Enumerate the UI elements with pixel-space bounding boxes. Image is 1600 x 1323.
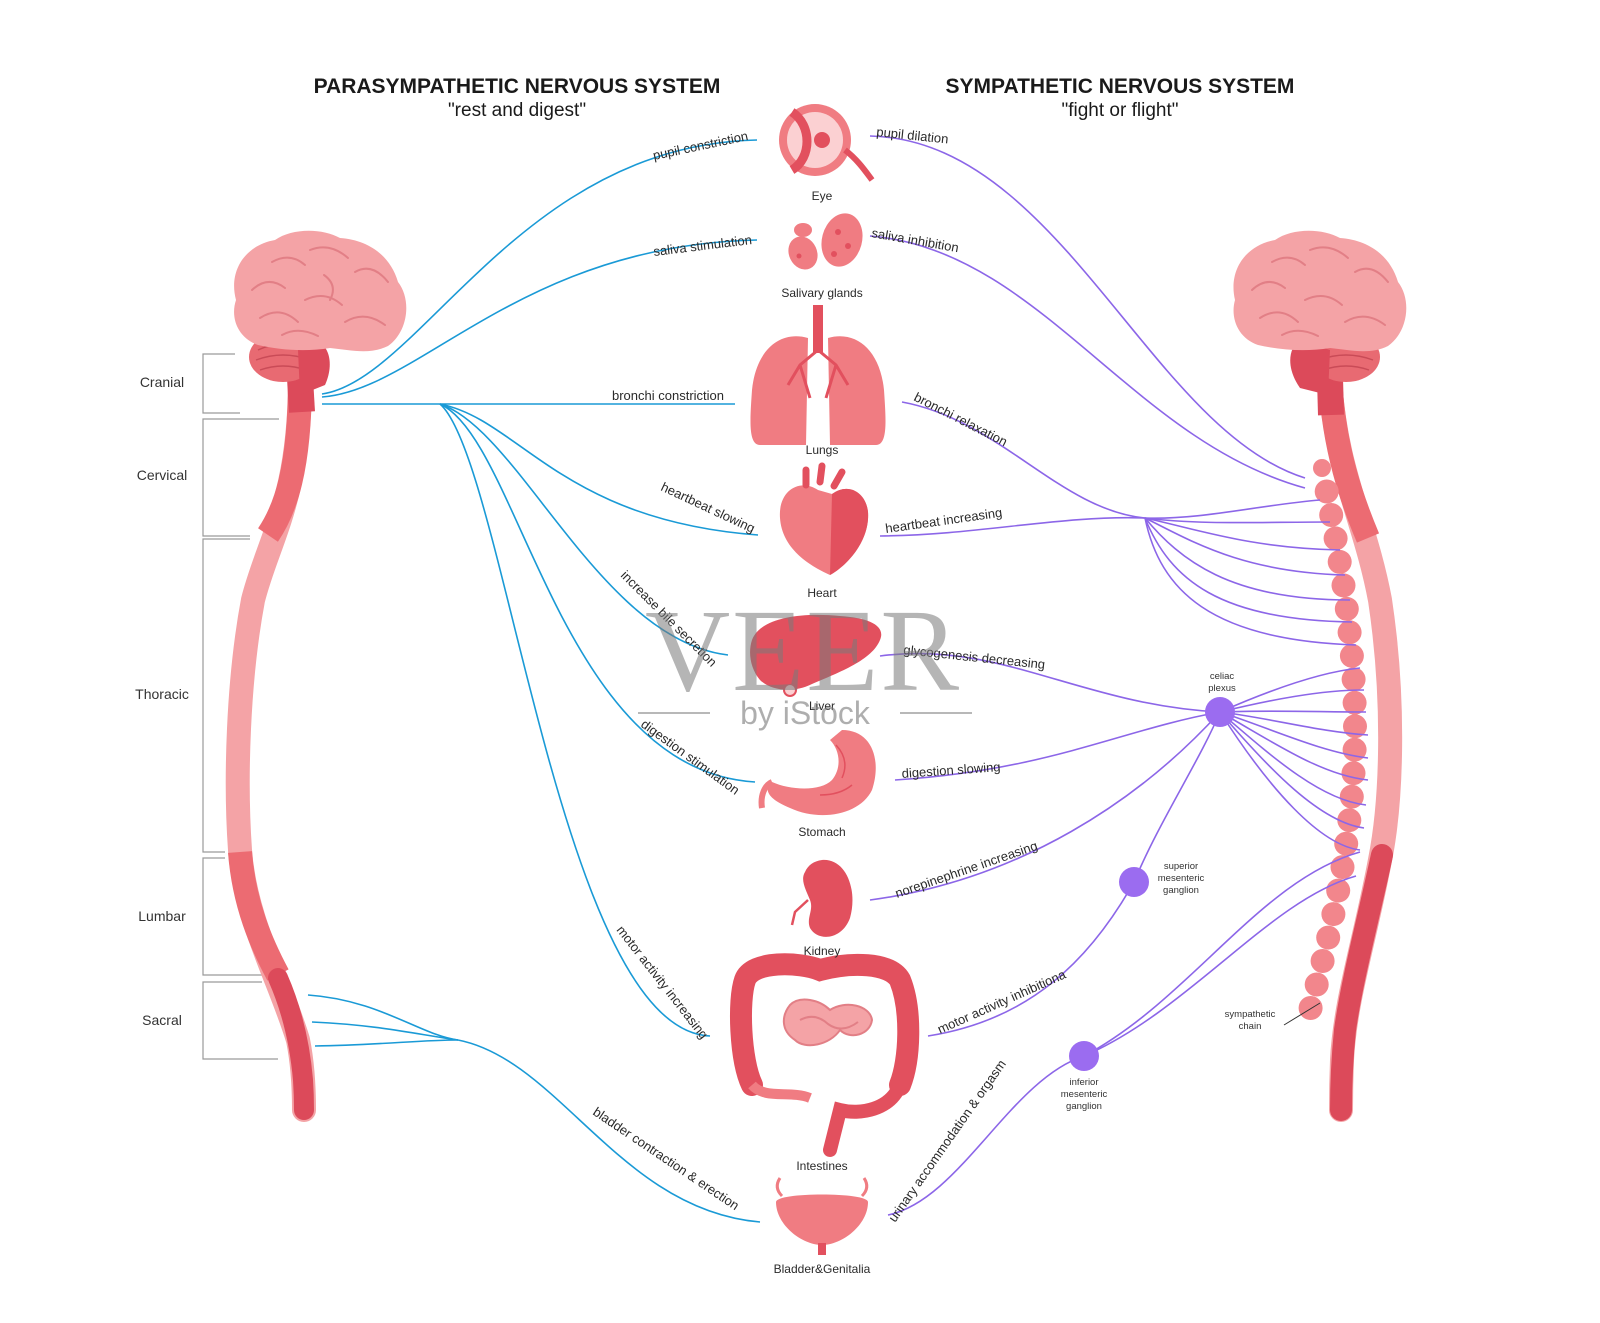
organ-label-intestines: Intestines	[796, 1159, 847, 1173]
chain-bead	[1342, 690, 1367, 715]
organ-label-liver: Liver	[809, 699, 835, 713]
bladder-icon	[775, 1177, 869, 1255]
segment-cervical: Cervical	[137, 467, 188, 483]
stomach-icon	[758, 730, 876, 816]
chain-bead	[1313, 459, 1331, 477]
superior-label-3: ganglion	[1163, 885, 1199, 896]
chain-bead	[1314, 479, 1339, 504]
sympathetic-nerves	[869, 135, 1369, 1216]
chain-bead	[1341, 761, 1366, 786]
sympathetic-subtitle: "fight or flight"	[1062, 100, 1179, 121]
sympathetic-header: SYMPATHETIC NERVOUS SYSTEM "fight or fli…	[946, 75, 1295, 121]
superior-label-1: superior	[1164, 861, 1198, 872]
effect-saliva-inhibition: saliva inhibition	[870, 225, 959, 255]
effect-motor-activity-increasing: motor activity increasing	[614, 923, 712, 1042]
organ-label-eye: Eye	[812, 189, 833, 203]
effect-bronchi-relaxation: bronchi relaxation	[912, 389, 1010, 449]
eye-icon	[779, 104, 875, 182]
chain-bead	[1298, 996, 1323, 1020]
watermark-sub: by iStock	[740, 695, 871, 731]
effect-heartbeat-increasing: heartbeat increasing	[884, 505, 1003, 536]
effect-pupil-dilation: pupil dilation	[876, 124, 949, 146]
chain-bead	[1327, 549, 1352, 574]
effect-norepinephrine-increasing: norepinephrine increasing	[893, 838, 1039, 901]
organ-label-heart: Heart	[807, 586, 837, 600]
chain-bead	[1323, 526, 1348, 551]
effect-heartbeat-slowing: heartbeat slowing	[659, 479, 758, 536]
chain-bead	[1334, 596, 1359, 621]
chain-bead	[1339, 643, 1364, 668]
chain-bead	[1321, 902, 1346, 927]
ganglia: celiac plexus superior mesenteric gangli…	[1061, 671, 1276, 1112]
organ-label-bladder: Bladder&Genitalia	[774, 1262, 871, 1276]
organ-label-kidney: Kidney	[804, 944, 841, 958]
organs: Eye Salivary glands Lungs Heart Liver St…	[729, 104, 920, 1276]
spinal-segment-brackets: Cranial Cervical Thoracic Lumbar Sacral	[135, 353, 279, 1060]
parasympathetic-header: PARASYMPATHETIC NERVOUS SYSTEM "rest and…	[314, 75, 721, 121]
salivary-glands-icon	[788, 213, 863, 270]
organ-label-salivary: Salivary glands	[781, 286, 862, 300]
watermark-main: VEER	[645, 585, 961, 716]
chain-bead	[1319, 503, 1344, 527]
chain-label-2: chain	[1239, 1021, 1262, 1032]
chain-bead	[1316, 925, 1341, 950]
effect-pupil-constriction: pupil constriction	[652, 128, 750, 163]
left-brain-spine	[225, 230, 407, 1122]
chain-bead	[1310, 949, 1335, 973]
segment-sacral: Sacral	[142, 1012, 182, 1028]
watermark: VEER by iStock	[638, 585, 972, 731]
effect-digestion-slowing: digestion slowing	[901, 759, 1001, 781]
superior-mesenteric-ganglion-node	[1119, 867, 1149, 897]
chain-bead	[1334, 831, 1359, 856]
celiac-plexus-node	[1205, 697, 1235, 727]
celiac-label-2: plexus	[1208, 683, 1236, 694]
chain-bead	[1337, 620, 1362, 645]
heart-icon	[779, 462, 869, 575]
effect-motor-activity-inhibition: motor activity inhibitiona	[935, 966, 1069, 1036]
chain-bead	[1304, 972, 1329, 997]
parasympathetic-title: PARASYMPATHETIC NERVOUS SYSTEM	[314, 75, 721, 98]
chain-bead	[1342, 737, 1367, 762]
segment-lumbar: Lumbar	[138, 908, 186, 924]
chain-label-1: sympathetic	[1225, 1009, 1276, 1020]
chain-bead	[1331, 573, 1356, 598]
organ-label-lungs: Lungs	[806, 443, 839, 457]
intestines-icon	[729, 953, 920, 1157]
parasympathetic-subtitle: "rest and digest"	[448, 100, 586, 121]
sympathetic-title: SYMPATHETIC NERVOUS SYSTEM	[946, 75, 1295, 98]
effect-bladder-contraction: bladder contraction & erection	[590, 1104, 742, 1213]
liver-icon	[750, 614, 882, 697]
chain-bead	[1343, 714, 1367, 739]
chain-bead	[1341, 667, 1366, 692]
inferior-label-1: inferior	[1069, 1077, 1098, 1088]
segment-thoracic: Thoracic	[135, 686, 189, 702]
inferior-label-2: mesenteric	[1061, 1089, 1108, 1100]
segment-cranial: Cranial	[140, 374, 184, 390]
right-brain-spine	[1233, 230, 1407, 1122]
chain-bead	[1339, 784, 1364, 809]
inferior-mesenteric-ganglion-node	[1069, 1041, 1099, 1071]
effect-bronchi-constriction: bronchi constriction	[612, 388, 724, 403]
superior-label-2: mesenteric	[1158, 873, 1205, 884]
celiac-label-1: celiac	[1210, 671, 1235, 682]
parasympathetic-nerves	[307, 139, 761, 1223]
effect-digestion-stimulation: digestion stimulation	[638, 716, 742, 797]
kidney-icon	[790, 859, 853, 937]
organ-label-stomach: Stomach	[798, 825, 845, 839]
inferior-label-3: ganglion	[1066, 1101, 1102, 1112]
lungs-icon	[750, 305, 886, 445]
effect-saliva-stimulation: saliva stimulation	[653, 232, 753, 259]
